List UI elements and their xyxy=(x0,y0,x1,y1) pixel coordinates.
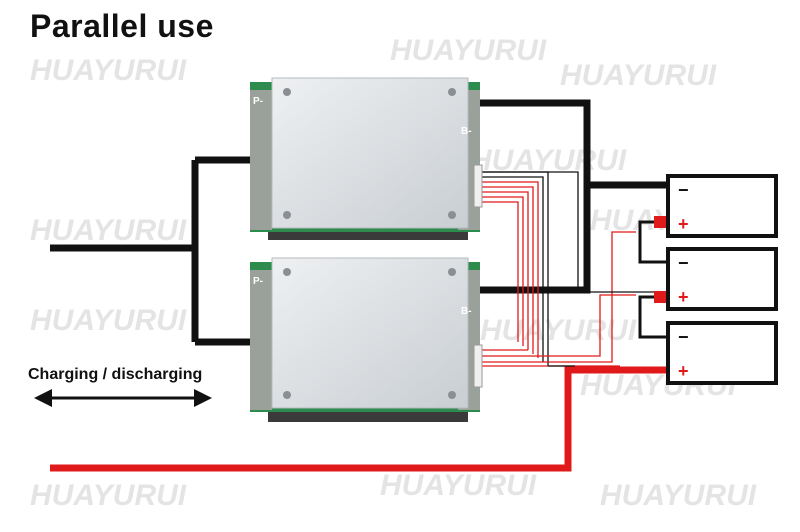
board-label-b: B- xyxy=(461,306,472,317)
watermark-text: HUAYURUI xyxy=(600,479,757,512)
arrow-caption: Charging / discharging xyxy=(28,366,203,383)
positive-wiring xyxy=(50,366,668,472)
watermark-text: HUAYURUI xyxy=(30,479,187,512)
board-label-p: P- xyxy=(253,276,263,287)
watermark-text: HUAYURUI xyxy=(480,314,637,347)
balance-connector xyxy=(473,344,483,388)
heatsink-plate xyxy=(271,257,469,409)
lower-board-b-wire xyxy=(470,185,591,294)
watermark-text: HUAYURUI xyxy=(30,54,187,87)
battery-terminal-clips xyxy=(654,216,668,303)
watermark-text: HUAYURUI xyxy=(30,214,187,247)
watermark-text: HUAYURUI xyxy=(380,469,537,502)
heatsink-plate xyxy=(271,77,469,229)
arrow-right-head xyxy=(194,389,212,407)
battery-3: − + xyxy=(666,321,778,385)
bms-board-lower: P- B- xyxy=(250,257,483,422)
battery-negative-sign: − xyxy=(678,253,689,273)
watermark-text: HUAYURUI xyxy=(30,304,187,337)
watermark-text: HUAYURUI xyxy=(560,59,717,92)
charge-discharge-arrow xyxy=(34,389,212,407)
battery-negative-sign: − xyxy=(678,180,689,200)
battery-positive-sign: + xyxy=(678,287,689,307)
board-label-b: B- xyxy=(461,126,472,137)
arrow-left-head xyxy=(34,389,52,407)
page-title: Parallel use xyxy=(30,8,214,44)
battery-interconnects xyxy=(638,220,668,339)
battery-negative-sign: − xyxy=(678,327,689,347)
battery-positive-sign: + xyxy=(678,214,689,234)
upper-board-b-wire xyxy=(470,99,668,189)
pcb-terminal-strip xyxy=(250,270,272,410)
balance-connector xyxy=(473,164,483,208)
sense-wires xyxy=(478,171,668,367)
battery-2: − + xyxy=(666,247,778,311)
battery-1: − + xyxy=(666,174,778,238)
battery-positive-sign: + xyxy=(678,361,689,381)
watermark-text: HUAYURUI xyxy=(390,34,547,67)
bms-board-upper: P- B- xyxy=(250,77,483,240)
main-positive-lead xyxy=(50,366,668,472)
board-label-p: P- xyxy=(253,96,263,107)
pcb-terminal-strip xyxy=(250,90,272,230)
